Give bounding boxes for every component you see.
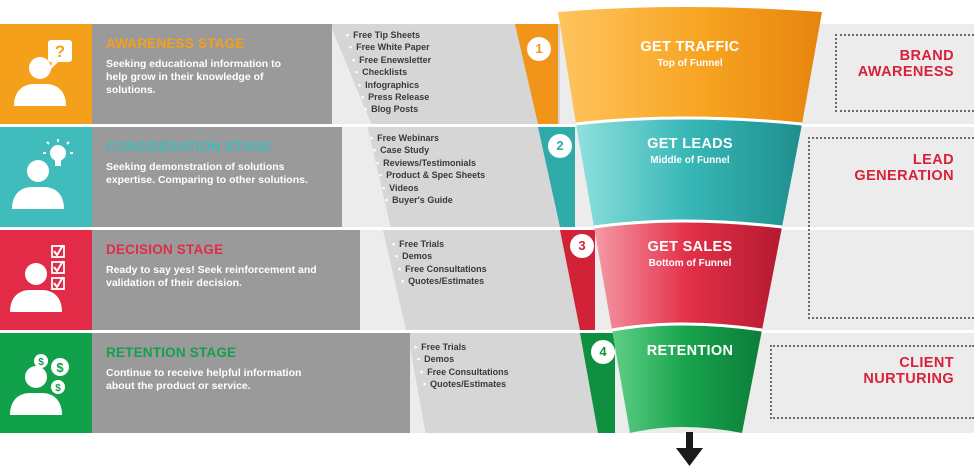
step-badge-1: 1 bbox=[527, 37, 551, 61]
content-offer-list: Free Trials Demos Free Consultations Quo… bbox=[392, 238, 487, 288]
list-item: Videos bbox=[382, 182, 485, 194]
outcome-label-lead-generation: LEAD GENERATION bbox=[854, 152, 954, 184]
list-item: Free Trials bbox=[392, 238, 487, 250]
list-item: Reviews/Testimonials bbox=[376, 157, 485, 169]
list-item: Demos bbox=[395, 250, 487, 262]
list-item: Blog Posts bbox=[364, 103, 431, 115]
stage-description: Seeking demonstration of solutions exper… bbox=[106, 161, 308, 186]
stage-row-awareness: ? AWARENESS STAGE Seeking educational in… bbox=[0, 24, 974, 124]
question-bubble-icon: ? bbox=[14, 40, 72, 106]
step-badge-3: 3 bbox=[570, 234, 594, 258]
outcome-line: GENERATION bbox=[854, 168, 954, 184]
svg-text:$: $ bbox=[38, 357, 44, 368]
funnel-subtitle-leads: Middle of Funnel bbox=[650, 155, 730, 166]
dollar-coins-icon: $ $ $ bbox=[10, 354, 69, 415]
stage-description: Continue to receive helpful information … bbox=[106, 367, 302, 392]
list-item: Case Study bbox=[373, 144, 485, 156]
content-offer-list: Free Tip Sheets Free White Paper Free En… bbox=[346, 29, 431, 116]
stage-row-retention: $ $ $ RETENTION STAGE Continue to receiv… bbox=[0, 333, 974, 433]
stage-row-consideration: CONSIDERATION STAGE Seeking demonstratio… bbox=[0, 127, 974, 227]
list-item: Free Webinars bbox=[370, 132, 485, 144]
list-item: Quotes/Estimates bbox=[423, 378, 509, 390]
icon-panel bbox=[0, 127, 92, 227]
list-item: Infographics bbox=[358, 79, 431, 91]
outcome-line: LEAD bbox=[912, 152, 954, 168]
list-item: Free Enewsletter bbox=[352, 54, 431, 66]
outcome-line: NURTURING bbox=[863, 371, 954, 387]
list-item: Free Tip Sheets bbox=[346, 29, 431, 41]
step-badge-2: 2 bbox=[548, 134, 572, 158]
list-item: Free Trials bbox=[414, 341, 509, 353]
svg-text:?: ? bbox=[55, 42, 65, 61]
stage-title: DECISION STAGE bbox=[106, 242, 224, 257]
stage-row-decision: DECISION STAGE Ready to say yes! Seek re… bbox=[0, 230, 974, 330]
step-badge-4: 4 bbox=[591, 340, 615, 364]
funnel-subtitle-traffic: Top of Funnel bbox=[657, 58, 723, 69]
icon-panel: $ $ $ bbox=[0, 333, 92, 433]
funnel-title-sales: GET SALES bbox=[647, 239, 733, 255]
funnel-title-leads: GET LEADS bbox=[647, 136, 733, 152]
funnel-title-retention: RETENTION bbox=[646, 343, 734, 359]
stage-title: CONSIDERATION STAGE bbox=[106, 139, 272, 154]
list-item: Demos bbox=[417, 353, 509, 365]
outcome-label-brand-awareness: BRAND AWARENESS bbox=[858, 48, 954, 80]
description-panel bbox=[92, 127, 342, 227]
outcome-line: BRAND bbox=[899, 48, 954, 64]
stage-title: AWARENESS STAGE bbox=[106, 36, 245, 51]
outcome-box-client-nurturing bbox=[770, 345, 974, 419]
arrow-down-icon bbox=[676, 432, 703, 466]
stage-description: Ready to say yes! Seek reinforcement and… bbox=[106, 264, 317, 289]
icon-panel: ? bbox=[0, 24, 92, 124]
outcome-label-client-nurturing: CLIENT NURTURING bbox=[863, 355, 954, 387]
list-item: Checklists bbox=[355, 66, 431, 78]
icon-panel bbox=[0, 230, 92, 330]
stage-description: Seeking educational information to help … bbox=[106, 58, 282, 96]
lightbulb-icon bbox=[12, 139, 73, 209]
content-offer-list: Free Webinars Case Study Reviews/Testimo… bbox=[370, 132, 485, 206]
list-item: Free Consultations bbox=[398, 263, 487, 275]
description-panel bbox=[92, 230, 360, 330]
list-item: Buyer's Guide bbox=[385, 194, 485, 206]
outcome-line: AWARENESS bbox=[857, 64, 954, 80]
outcome-box-lead-generation bbox=[808, 137, 974, 319]
outcome-box-brand-awareness bbox=[835, 34, 974, 112]
description-panel bbox=[92, 333, 410, 433]
content-offer-list: Free Trials Demos Free Consultations Quo… bbox=[414, 341, 509, 391]
svg-text:$: $ bbox=[56, 360, 64, 375]
list-item: Free Consultations bbox=[420, 366, 509, 378]
funnel-subtitle-sales: Bottom of Funnel bbox=[648, 258, 732, 269]
funnel-title-traffic: GET TRAFFIC bbox=[640, 39, 740, 55]
list-item: Quotes/Estimates bbox=[401, 275, 487, 287]
list-item: Free White Paper bbox=[349, 41, 431, 53]
stage-title: RETENTION STAGE bbox=[106, 345, 237, 360]
list-item: Press Release bbox=[361, 91, 431, 103]
outcome-line: CLIENT bbox=[899, 355, 954, 371]
list-item: Product & Spec Sheets bbox=[379, 169, 485, 181]
svg-text:$: $ bbox=[55, 383, 61, 394]
description-panel bbox=[92, 24, 332, 124]
checklist-icon bbox=[10, 244, 65, 312]
